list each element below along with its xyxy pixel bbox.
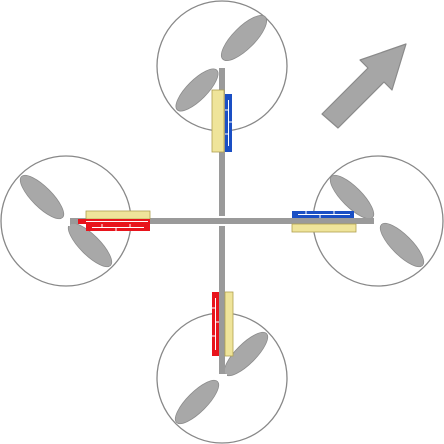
esc-right xyxy=(291,211,357,233)
propeller-back xyxy=(174,331,269,425)
arm-horizontal xyxy=(66,218,378,224)
board-back xyxy=(224,291,234,357)
board-left xyxy=(85,210,151,220)
esc-front xyxy=(211,89,232,153)
propeller-right xyxy=(329,174,425,268)
frame xyxy=(66,66,378,378)
esc-back xyxy=(212,291,234,357)
arrow-icon xyxy=(321,43,407,129)
propeller-front xyxy=(175,15,267,112)
board-front xyxy=(211,89,225,153)
board-right xyxy=(291,223,357,233)
esc-left xyxy=(78,210,151,231)
